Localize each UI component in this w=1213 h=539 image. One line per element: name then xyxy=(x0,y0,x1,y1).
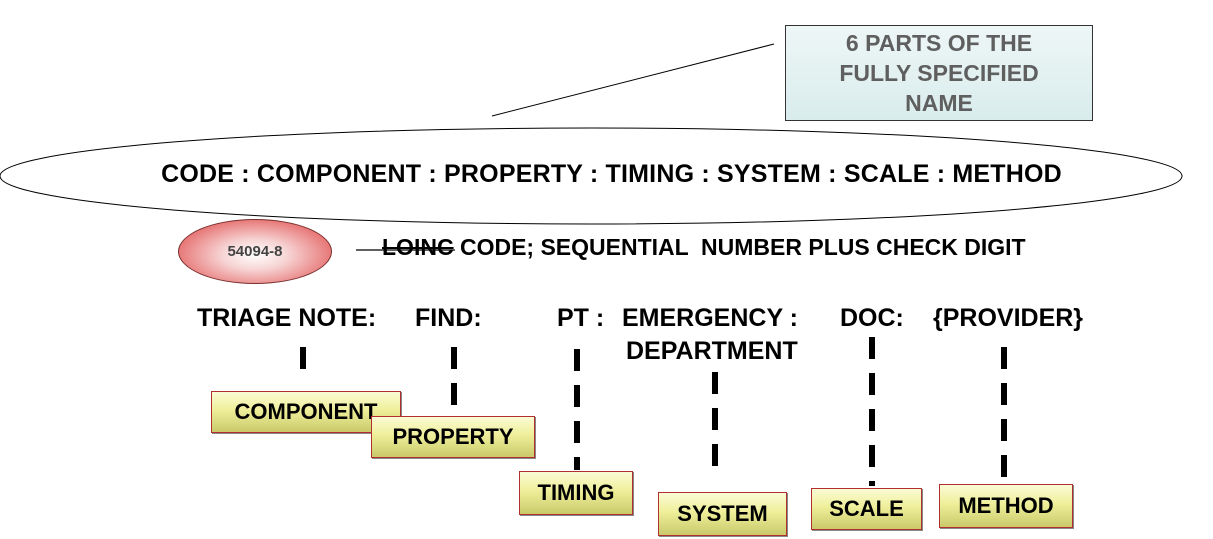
tag-component: COMPONENT xyxy=(211,391,401,433)
tag-timing: TIMING xyxy=(519,471,633,515)
loinc-description-rest: CODE; SEQUENTIAL NUMBER PLUS CHECK DIGIT xyxy=(453,234,1026,260)
fsn-callout-text: 6 PARTS OF THE FULLY SPECIFIED NAME xyxy=(839,30,1039,116)
example-system-line1: EMERGENCY : xyxy=(622,304,798,332)
tag-method: METHOD xyxy=(939,484,1073,528)
fsn-ellipse xyxy=(0,127,1183,225)
fsn-parts-line: CODE : COMPONENT : PROPERTY : TIMING : S… xyxy=(161,160,1062,188)
example-scale: DOC: xyxy=(840,304,904,332)
example-method: {PROVIDER} xyxy=(933,304,1084,332)
loinc-struck-word: LOINC xyxy=(382,234,454,260)
example-timing: PT : xyxy=(557,304,605,332)
tag-system: SYSTEM xyxy=(658,492,787,536)
example-system-line2: DEPARTMENT xyxy=(626,337,798,365)
example-component: TRIAGE NOTE: xyxy=(197,304,377,332)
loinc-code-description: LOINC CODE; SEQUENTIAL NUMBER PLUS CHECK… xyxy=(382,233,1026,261)
loinc-code-value: 54094-8 xyxy=(227,243,283,260)
tag-scale: SCALE xyxy=(811,488,922,530)
callout-pointer xyxy=(491,43,775,117)
example-property: FIND: xyxy=(415,304,482,332)
loinc-code-oval: 54094-8 xyxy=(178,219,332,284)
tag-property: PROPERTY xyxy=(371,416,535,458)
fsn-callout-box: 6 PARTS OF THE FULLY SPECIFIED NAME xyxy=(785,25,1093,121)
